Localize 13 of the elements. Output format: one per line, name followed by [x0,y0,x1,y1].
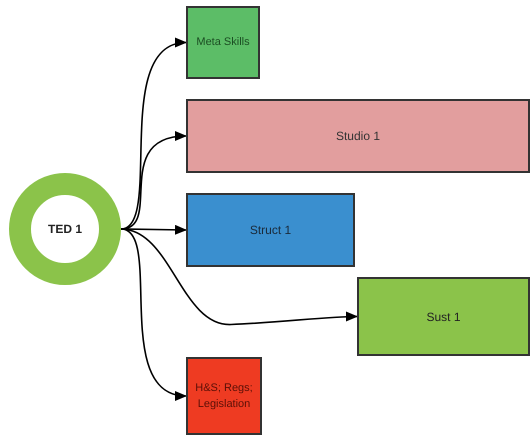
process-box [186,99,530,173]
node-label: Struct 1 [248,222,292,239]
process-box [186,193,355,267]
node-label: H&S; Regs; Legislation [194,380,254,412]
node-label: Studio 1 [334,128,382,145]
node-label: Meta Skills [195,35,251,50]
process-box [186,6,260,79]
process-box [357,277,530,356]
arrow [120,228,187,399]
process-box [186,357,262,435]
node-label: TED 1 [46,221,83,238]
arrow [120,224,187,235]
node-label: Sust 1 [425,308,462,326]
